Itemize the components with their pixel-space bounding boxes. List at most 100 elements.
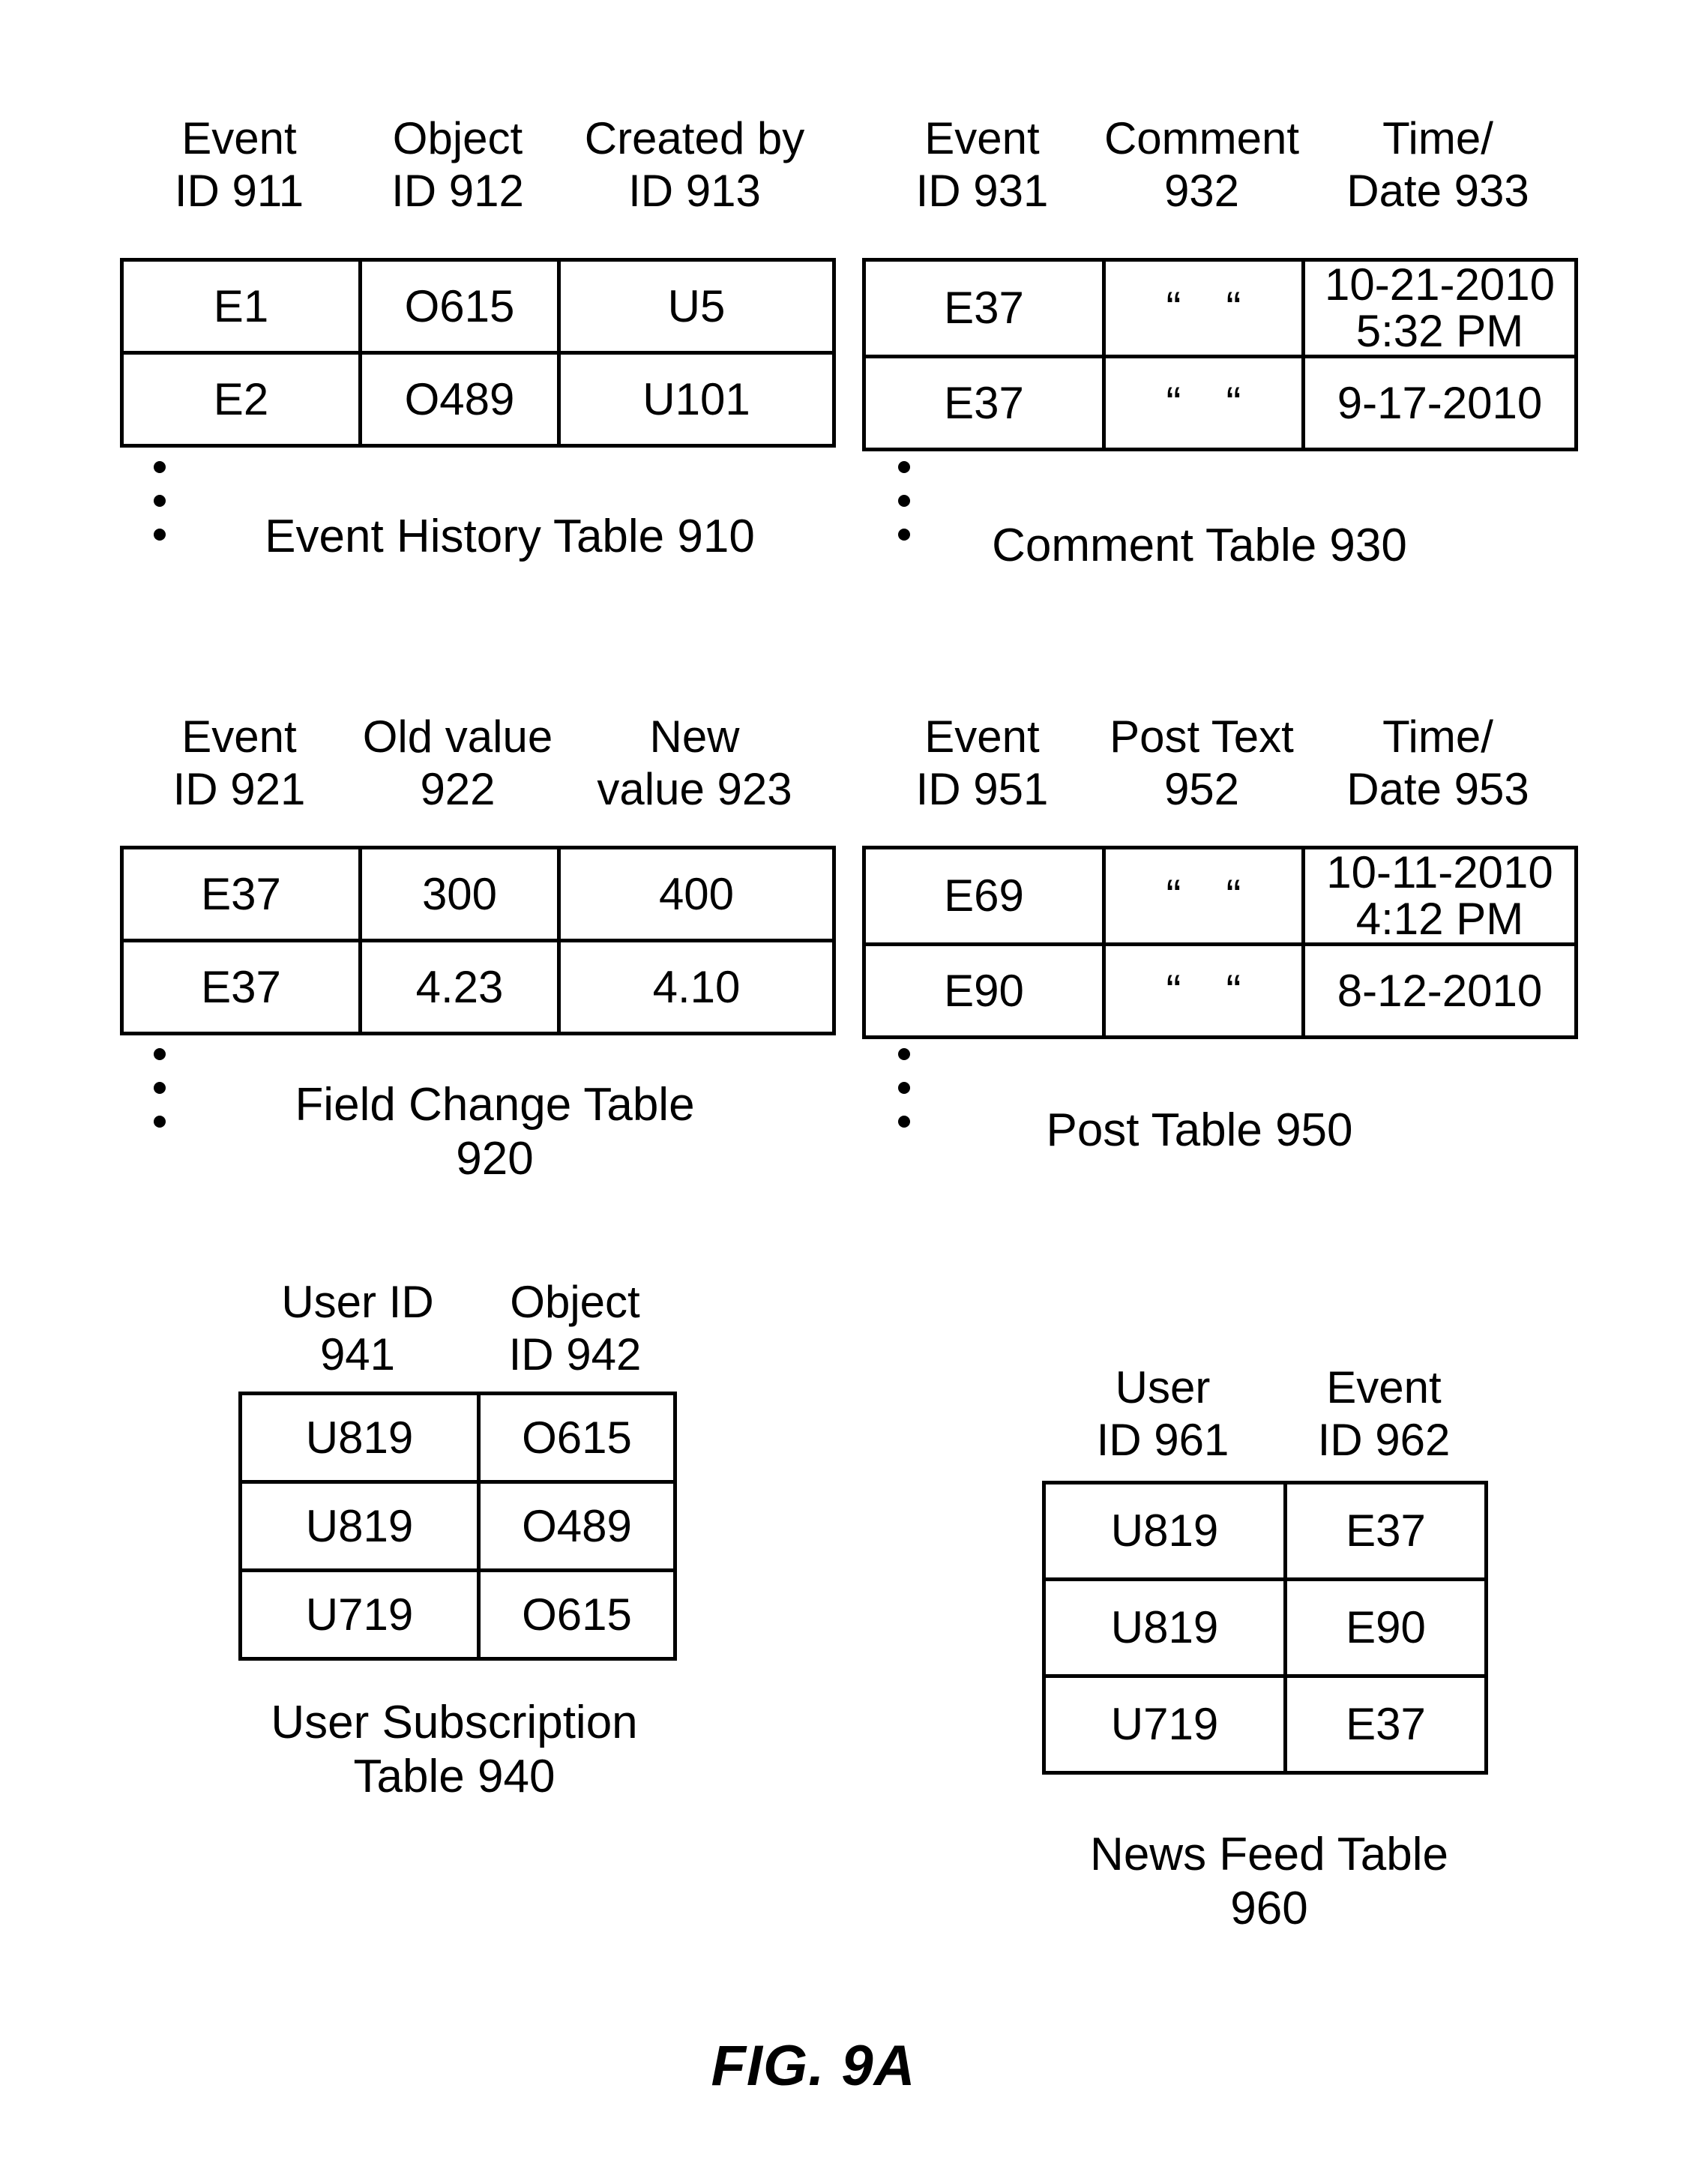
ellipsis-dot (154, 1116, 166, 1128)
table-cell: U5 (557, 258, 836, 355)
post-column-headers: Event ID 951 Post Text 952 Time/ Date 95… (862, 711, 1574, 816)
column-header-post-text-952: Post Text 952 (1102, 711, 1301, 816)
column-header-object-id-912: Object ID 912 (358, 112, 557, 217)
table-cell-quoted-text: “ “ (1102, 846, 1305, 946)
table-caption-field-change: Field Change Table 920 (295, 1079, 695, 1185)
ellipsis-dot (154, 1048, 166, 1060)
header-line: Object (510, 1277, 640, 1327)
column-header-user-id-941: User ID 941 (238, 1276, 477, 1381)
table-row: U719 E37 (1042, 1674, 1488, 1775)
table-cell: O615 (477, 1392, 677, 1484)
column-header-object-id-942: Object ID 942 (477, 1276, 673, 1381)
header-line: Time/ (1382, 113, 1493, 163)
table-cell-quoted-text: “ “ (1102, 258, 1305, 358)
table-cell: U819 (1042, 1481, 1287, 1581)
table-row: U819 E37 (1042, 1481, 1488, 1581)
table-cell: 8-12-2010 (1301, 942, 1578, 1039)
user-subscription-table: U819 O615 U819 O489 U719 O615 (238, 1392, 677, 1661)
header-line: value 923 (597, 764, 792, 814)
header-line: User (1115, 1362, 1211, 1413)
ellipsis-dot (898, 495, 910, 507)
ellipsis-dot (154, 529, 166, 541)
column-header-event-id-921: Event ID 921 (120, 711, 358, 816)
table-cell: U819 (1042, 1577, 1287, 1678)
news-feed-table: U819 E37 U819 E90 U719 E37 (1042, 1481, 1488, 1775)
column-header-new-value-923: New value 923 (557, 711, 832, 816)
ellipsis-dot (154, 1082, 166, 1094)
header-line: ID 912 (391, 166, 524, 216)
more-rows-ellipsis-icon (154, 461, 166, 541)
table-row: U719 O615 (238, 1568, 677, 1661)
table-row: U819 O489 (238, 1480, 677, 1572)
table-row: E37 4.23 4.10 (120, 939, 836, 1035)
field-change-column-headers: Event ID 921 Old value 922 New value 923 (120, 711, 832, 816)
user-subscription-column-headers: User ID 941 Object ID 942 (238, 1276, 673, 1381)
table-row: E1 O615 U5 (120, 258, 836, 355)
comment-column-headers: Event ID 931 Comment 932 Time/ Date 933 (862, 112, 1574, 217)
column-header-created-by-id-913: Created by ID 913 (557, 112, 832, 217)
header-line: ID 942 (508, 1329, 642, 1380)
table-cell: E37 (120, 939, 362, 1035)
table-row: E37 “ “ 9-17-2010 (862, 355, 1578, 451)
header-line: ID 921 (172, 764, 306, 814)
column-header-time-date-953: Time/ Date 953 (1301, 711, 1574, 816)
post-table: E69 “ “ 10-11-2010 4:12 PM E90 “ “ 8-12-… (862, 846, 1578, 1039)
header-line: ID 962 (1317, 1415, 1451, 1465)
table-cell: O615 (358, 258, 561, 355)
table-cell: O489 (477, 1480, 677, 1572)
more-rows-ellipsis-icon (154, 1048, 166, 1128)
table-cell: E90 (1283, 1577, 1488, 1678)
table-cell: 400 (557, 846, 836, 942)
ellipsis-dot (154, 495, 166, 507)
table-row: E2 O489 U101 (120, 351, 836, 448)
table-caption-post: Post Table 950 (1046, 1104, 1353, 1156)
header-line: ID 911 (174, 166, 304, 216)
column-header-user-id-961: User ID 961 (1042, 1362, 1283, 1466)
header-line: Object (392, 113, 523, 163)
table-row: E37 “ “ 10-21-2010 5:32 PM (862, 258, 1578, 358)
header-line: Event (1326, 1362, 1442, 1413)
table-cell: O489 (358, 351, 561, 448)
ellipsis-dot (898, 529, 910, 541)
column-header-old-value-922: Old value 922 (358, 711, 557, 816)
table-row: E69 “ “ 10-11-2010 4:12 PM (862, 846, 1578, 946)
table-cell: E90 (862, 942, 1106, 1039)
table-cell: E37 (1283, 1481, 1488, 1581)
column-header-comment-932: Comment 932 (1102, 112, 1301, 217)
header-line: 922 (420, 764, 496, 814)
ellipsis-dot (898, 1116, 910, 1128)
table-cell: 4.10 (557, 939, 836, 1035)
more-rows-ellipsis-icon (898, 1048, 910, 1128)
table-row: E37 300 400 (120, 846, 836, 942)
column-header-event-id-911: Event ID 911 (120, 112, 358, 217)
table-cell: E37 (120, 846, 362, 942)
table-cell: E2 (120, 351, 362, 448)
header-line: ID 951 (915, 764, 1049, 814)
table-caption-news-feed: News Feed Table 960 (1090, 1829, 1448, 1934)
column-header-event-id-962: Event ID 962 (1283, 1362, 1484, 1466)
table-cell: E37 (862, 355, 1106, 451)
table-cell-quoted-text: “ “ (1102, 355, 1305, 451)
ellipsis-dot (898, 1082, 910, 1094)
table-cell: O615 (477, 1568, 677, 1661)
event-history-column-headers: Event ID 911 Object ID 912 Created by ID… (120, 112, 832, 217)
table-cell: U719 (1042, 1674, 1287, 1775)
column-header-time-date-933: Time/ Date 933 (1301, 112, 1574, 217)
header-line: ID 931 (915, 166, 1049, 216)
table-cell-quoted-text: “ “ (1102, 942, 1305, 1039)
header-line: Date 933 (1346, 166, 1529, 216)
table-cell: 4.23 (358, 939, 561, 1035)
news-feed-column-headers: User ID 961 Event ID 962 (1042, 1362, 1484, 1466)
header-line: Event (924, 712, 1040, 762)
header-line: Old value (362, 712, 553, 762)
column-header-event-id-931: Event ID 931 (862, 112, 1102, 217)
table-caption-event-history: Event History Table 910 (265, 511, 755, 562)
table-cell: 300 (358, 846, 561, 942)
field-change-table: E37 300 400 E37 4.23 4.10 (120, 846, 836, 1035)
table-row: E90 “ “ 8-12-2010 (862, 942, 1578, 1039)
table-cell: E37 (1283, 1674, 1488, 1775)
header-line: Post Text (1110, 712, 1294, 762)
table-cell: E37 (862, 258, 1106, 358)
table-caption-comment: Comment Table 930 (992, 520, 1407, 571)
